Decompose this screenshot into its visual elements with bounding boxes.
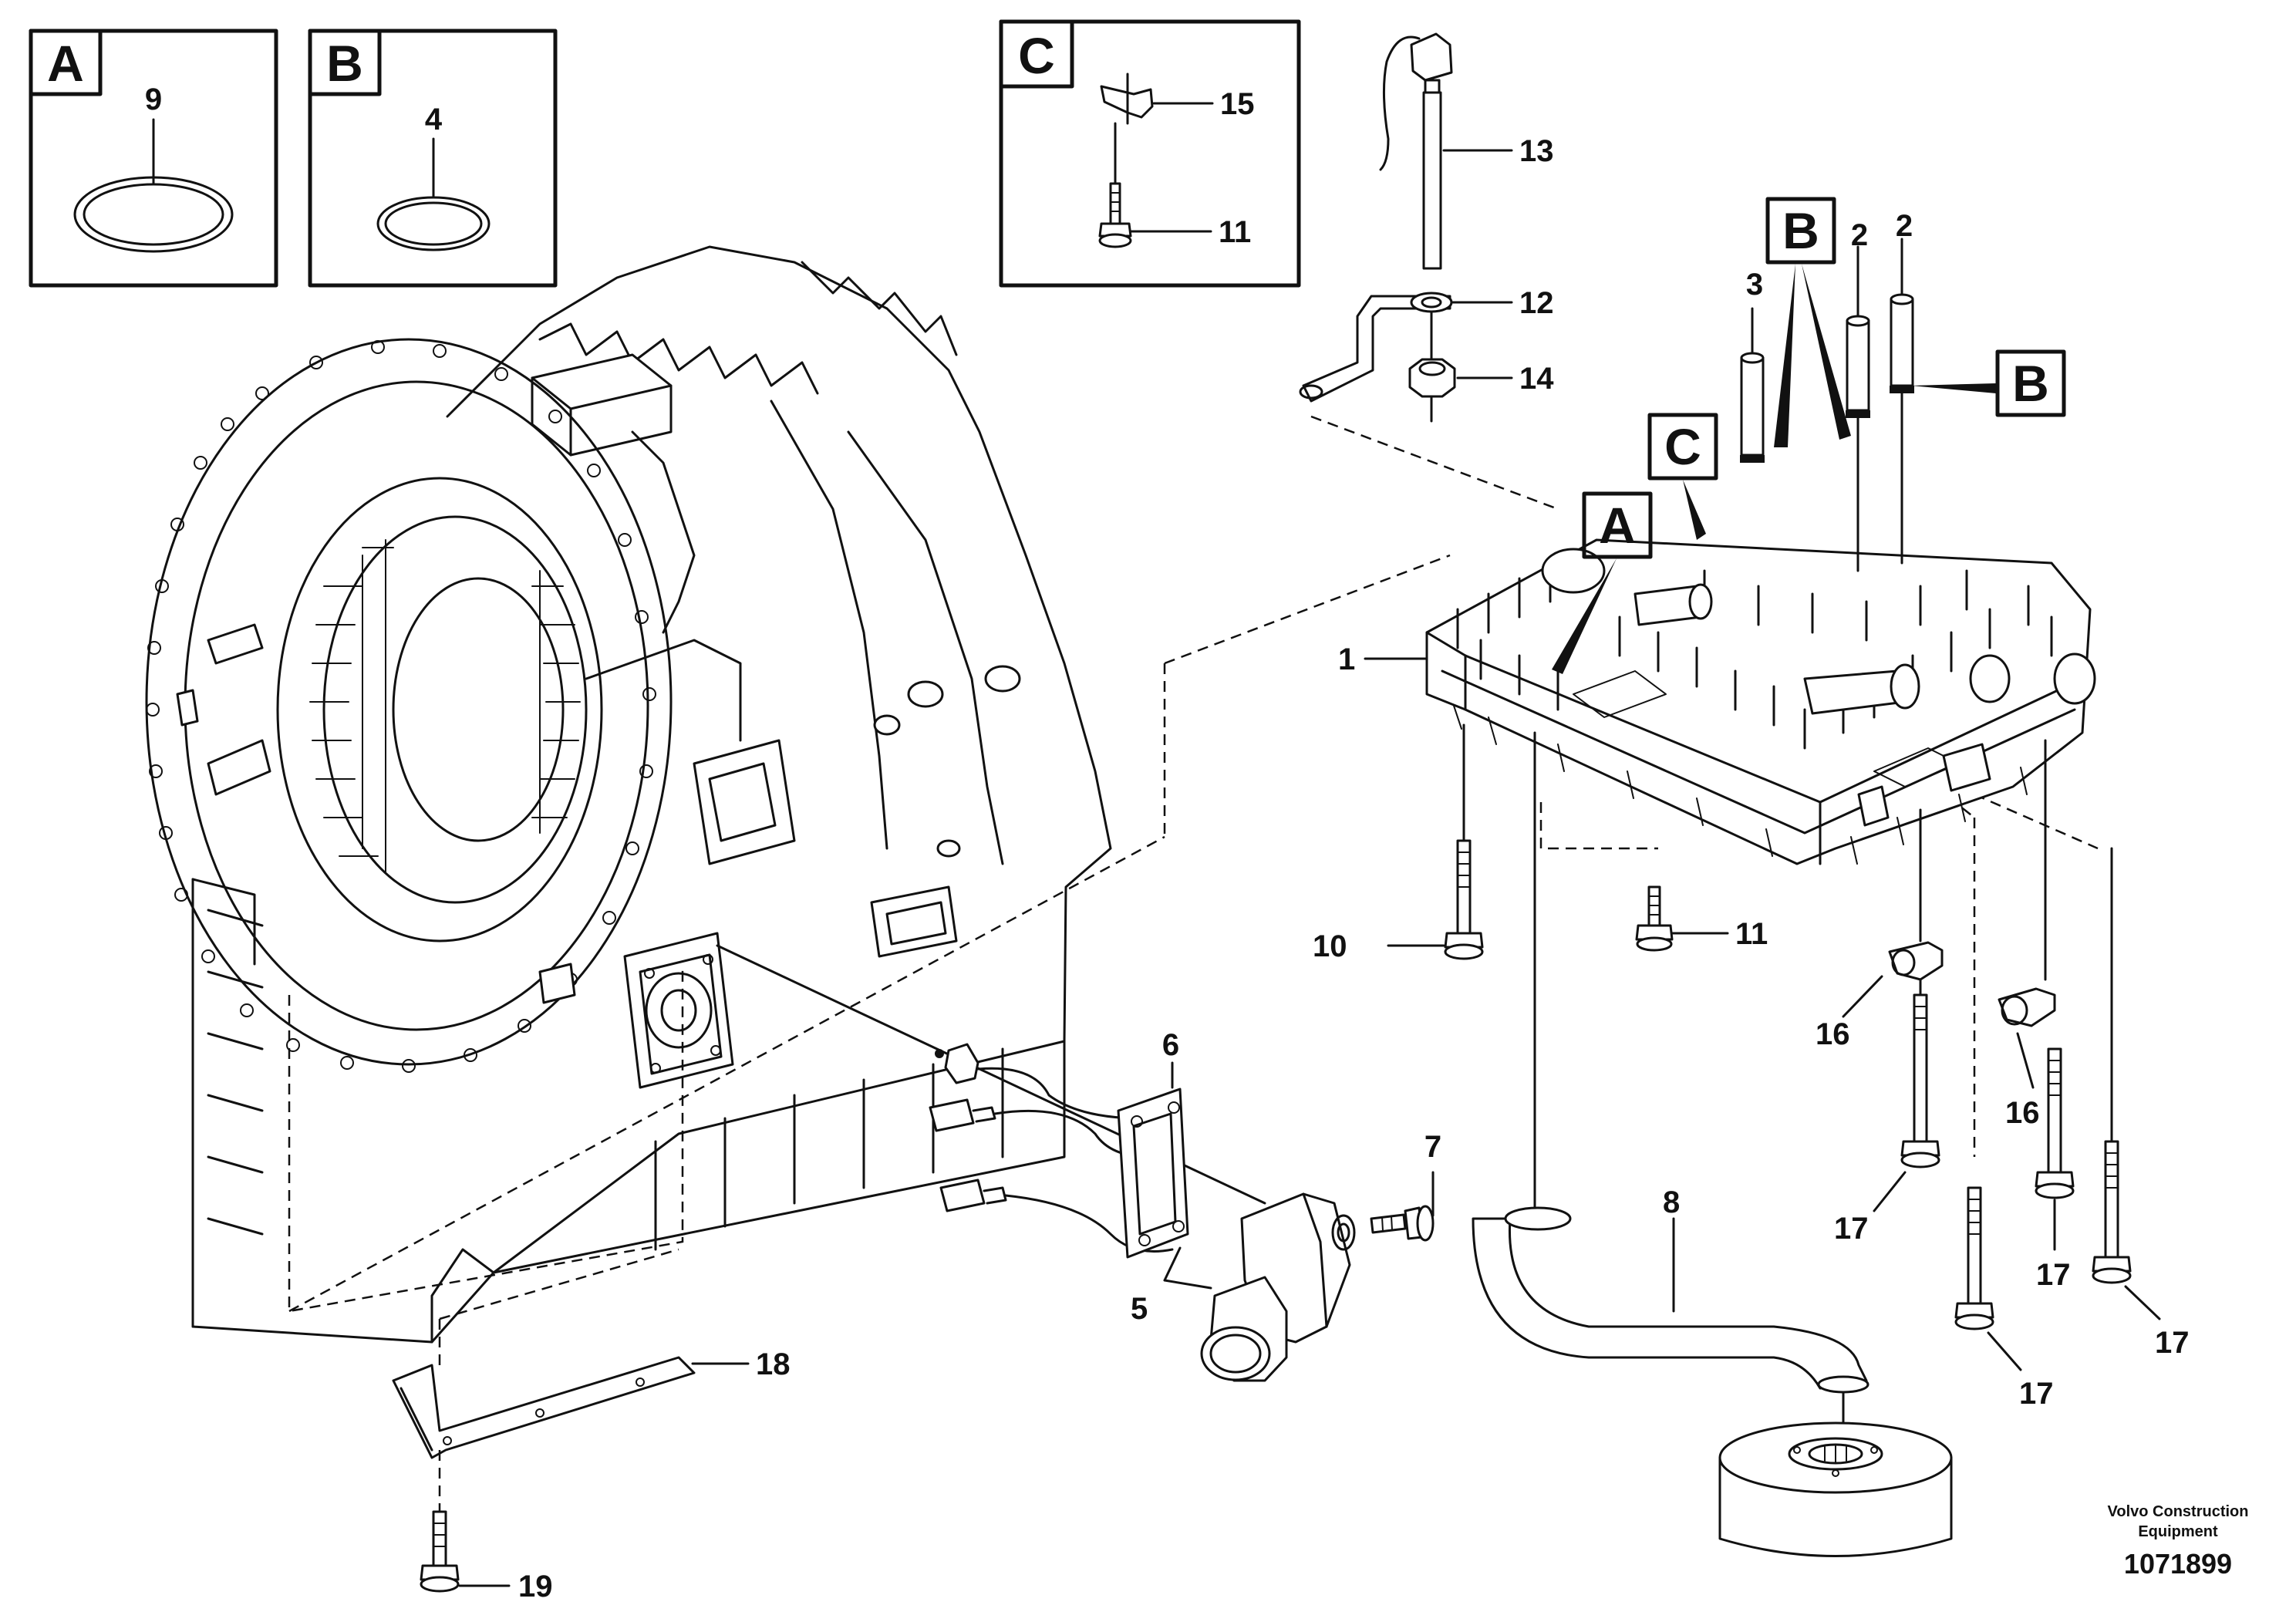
suction-pipe-8	[1472, 731, 1870, 1394]
part-label-17-b: 17	[2019, 1377, 2054, 1411]
oil-filter-strainer	[1718, 1421, 1953, 1557]
clip-16-left	[1888, 808, 1944, 981]
shield-18	[392, 1356, 696, 1459]
bracket-12	[1299, 292, 1453, 403]
part-label-14: 14	[1519, 362, 1554, 396]
bolt-17-b	[1954, 1186, 1994, 1330]
detail-box-c-letter: C	[1018, 27, 1055, 84]
reference-tag-b-upper: B	[1765, 197, 1851, 447]
part-label-11-detail: 11	[1219, 215, 1251, 249]
o-ring-9	[73, 176, 234, 253]
part-label-15: 15	[1220, 87, 1255, 121]
part-label-17-d: 17	[2155, 1326, 2190, 1360]
sump-cover	[623, 932, 734, 1089]
part-label-4: 4	[425, 103, 443, 137]
clutch-bore	[276, 477, 603, 943]
svg-text:B: B	[2012, 355, 2049, 412]
part-label-17-a: 17	[1834, 1212, 1869, 1246]
part-label-16-left: 16	[1816, 1017, 1850, 1051]
part-label-7: 7	[1424, 1130, 1441, 1164]
svg-text:C: C	[1664, 418, 1701, 475]
part-label-16-right: 16	[2005, 1096, 2040, 1130]
temperature-sensor-13	[1379, 32, 1453, 270]
part-label-1: 1	[1338, 642, 1355, 676]
part-label-2-right: 2	[1896, 209, 1913, 243]
part-label-5: 5	[1131, 1292, 1148, 1326]
reference-tag-a: A	[1552, 491, 1653, 674]
part-label-13: 13	[1519, 134, 1554, 168]
part-label-3: 3	[1746, 268, 1763, 302]
detail-box-b-letter: B	[326, 35, 363, 92]
transmission-housing	[145, 245, 1112, 1344]
part-label-19: 19	[518, 1570, 553, 1603]
bolt-17-a	[1900, 978, 1940, 1168]
part-label-11: 11	[1735, 917, 1768, 951]
bolt-17-c	[2035, 1047, 2075, 1199]
bolt-7	[1370, 1171, 1435, 1242]
svg-text:B: B	[1782, 202, 1819, 259]
tube-2-left	[1846, 245, 1870, 572]
part-label-10: 10	[1313, 929, 1347, 963]
detail-box-c: C 15 11	[999, 19, 1301, 288]
tube-2-right	[1890, 238, 1914, 565]
bolt-10	[1444, 723, 1484, 960]
bolt-11	[1635, 885, 1674, 952]
detail-box-a: A 9	[29, 29, 278, 288]
drawing-number: 1071899	[2124, 1548, 2232, 1580]
part-label-17-c: 17	[2036, 1258, 2071, 1292]
part-label-18: 18	[756, 1347, 791, 1381]
o-ring-4	[376, 196, 491, 251]
detail-box-a-letter: A	[47, 35, 84, 92]
publisher-footer: Volvo Construction Equipment 1071899	[2108, 1503, 2249, 1580]
gasket-6	[1117, 1061, 1189, 1259]
clip-16-right	[1998, 739, 2056, 1027]
part-label-2-left: 2	[1851, 218, 1868, 252]
reference-tag-c: C	[1647, 413, 1718, 540]
bolt-19	[420, 1510, 460, 1593]
detail-box-b: B 4	[308, 29, 558, 288]
bell-housing-flange	[145, 338, 673, 1066]
speed-sensor	[1200, 1192, 1356, 1382]
tube-3	[1740, 307, 1765, 463]
part-label-9: 9	[145, 83, 162, 116]
bolt-17-d	[2092, 847, 2132, 1284]
bolt-11-detail	[1109, 182, 1121, 225]
footer-company-line2: Equipment	[2138, 1523, 2218, 1540]
reference-tag-b-right: B	[1911, 349, 2066, 417]
svg-text:A: A	[1599, 497, 1636, 554]
part-label-6: 6	[1162, 1028, 1179, 1062]
part-label-8: 8	[1663, 1185, 1680, 1219]
nut-14	[1408, 310, 1456, 423]
part-label-12: 12	[1519, 286, 1554, 320]
clip-15	[1100, 85, 1154, 119]
footer-company: Volvo Construction	[2108, 1503, 2249, 1520]
control-valve-body	[1425, 538, 2096, 865]
dashed-reference-lines	[288, 415, 2099, 1313]
